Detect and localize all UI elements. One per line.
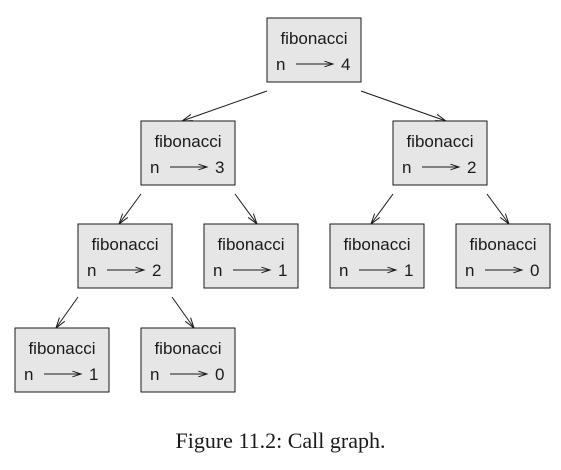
- variable-name: n: [24, 365, 33, 384]
- stack-frame-title: fibonacci: [217, 235, 284, 254]
- stack-frame-title: fibonacci: [154, 339, 221, 358]
- call-edge-line: [360, 90, 447, 122]
- call-edge-line: [55, 296, 79, 329]
- stack-frame: fibonacci n 1: [14, 327, 110, 393]
- call-edge-line: [486, 193, 510, 225]
- variable-value: 1: [404, 261, 413, 280]
- variable-name: n: [150, 158, 159, 177]
- stack-frame: fibonacci n 4: [266, 17, 362, 83]
- call-edge-arrowhead: [55, 317, 66, 330]
- variable-value: 2: [467, 158, 476, 177]
- variable-name: n: [150, 365, 159, 384]
- call-edge: [55, 296, 79, 330]
- call-edge: [234, 193, 259, 226]
- variable-name: n: [87, 261, 96, 280]
- call-edge-line: [370, 193, 394, 225]
- figure-caption: Figure 11.2: Call graph.: [175, 428, 386, 453]
- stack-frame: fibonacci n 1: [329, 223, 425, 289]
- stack-frame-title: fibonacci: [343, 235, 410, 254]
- variable-value: 1: [278, 261, 287, 280]
- assignment-arrowhead: [324, 60, 335, 68]
- stack-frame-title: fibonacci: [91, 235, 158, 254]
- stack-frame-title: fibonacci: [154, 132, 221, 151]
- variable-name: n: [402, 158, 411, 177]
- call-edge: [171, 296, 195, 330]
- stack-frame-title: fibonacci: [28, 339, 95, 358]
- stack-frame: fibonacci n 1: [203, 223, 299, 289]
- assignment-arrowhead: [387, 266, 398, 274]
- variable-value: 1: [89, 365, 98, 384]
- variable-name: n: [213, 261, 222, 280]
- assignment-arrowhead: [198, 370, 209, 378]
- stack-frame-box: [329, 223, 425, 289]
- call-edge-line: [181, 90, 268, 122]
- stack-frame-box: [455, 223, 551, 289]
- call-edge: [360, 90, 448, 122]
- stack-frame-title: fibonacci: [469, 235, 536, 254]
- call-edge-line: [234, 193, 258, 225]
- variable-name: n: [465, 261, 474, 280]
- stack-frame-box: [77, 223, 173, 289]
- stack-frame: fibonacci n 3: [140, 120, 236, 186]
- assignment-arrowhead: [135, 266, 146, 274]
- call-edge: [180, 90, 268, 122]
- assignment-arrowhead: [261, 266, 272, 274]
- stack-frame-box: [14, 327, 110, 393]
- variable-value: 0: [215, 365, 224, 384]
- stack-frame-box: [392, 120, 488, 186]
- stack-frame: fibonacci n 2: [77, 223, 173, 289]
- assignment-arrowhead: [72, 370, 83, 378]
- call-edge: [369, 193, 394, 226]
- variable-value: 2: [152, 261, 161, 280]
- call-edge-line: [171, 296, 195, 329]
- stack-frame-box: [140, 120, 236, 186]
- stack-frame-box: [203, 223, 299, 289]
- stack-frame: fibonacci n 0: [455, 223, 551, 289]
- assignment-arrowhead: [513, 266, 524, 274]
- stack-frame: fibonacci n 2: [392, 120, 488, 186]
- stack-frame-box: [140, 327, 236, 393]
- variable-value: 4: [341, 55, 350, 74]
- assignment-arrowhead: [450, 163, 461, 171]
- call-edge-line: [118, 193, 142, 225]
- variable-name: n: [276, 55, 285, 74]
- stack-frame-title: fibonacci: [406, 132, 473, 151]
- call-edge: [117, 193, 142, 226]
- stack-frame-box: [266, 17, 362, 83]
- call-edge-arrowhead: [184, 317, 195, 330]
- variable-value: 0: [530, 261, 539, 280]
- call-edge: [486, 193, 511, 226]
- assignment-arrowhead: [198, 163, 209, 171]
- stack-frame-title: fibonacci: [280, 29, 347, 48]
- variable-name: n: [339, 261, 348, 280]
- variable-value: 3: [215, 158, 224, 177]
- stack-frame: fibonacci n 0: [140, 327, 236, 393]
